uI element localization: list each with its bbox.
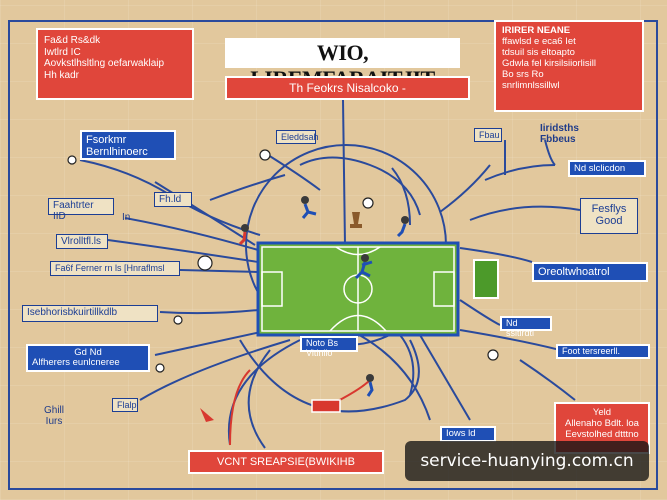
info-line: Bo srs Ro (502, 68, 544, 80)
player-figure-icon (366, 374, 374, 397)
connector-line (544, 139, 556, 166)
connector-line (239, 339, 420, 413)
label-line: Ghill (44, 405, 65, 416)
label-panel-left-1: Fsorkmr Bernlhinoerc (80, 130, 176, 160)
connector-line (439, 164, 491, 213)
connector-line (519, 359, 576, 401)
connector-line (209, 174, 286, 201)
connector-line (299, 156, 421, 216)
info-line: ffawlsd e eca6 Iet (502, 35, 576, 47)
connector-line (227, 339, 301, 446)
info-line: Hh kadr (44, 69, 80, 81)
red-arrow-icon (200, 408, 214, 422)
info-line: IRIRER NEANE (502, 25, 571, 36)
ball-icon (155, 363, 165, 373)
bottom-banner: VCNT SREAPSIE(BWIKIHB (188, 450, 384, 474)
label-line: Iiridsths (540, 123, 579, 134)
connector-line (391, 167, 411, 226)
connector-line (247, 349, 271, 449)
connector-line (342, 99, 346, 246)
label-line: Fsorkmr (86, 134, 127, 146)
info-line: Eevstolhed dtttno (565, 428, 639, 440)
label-box-c: Fa6f Ferner rn ls [Hnraflmsl (50, 261, 180, 276)
label-line: Fbbeus (540, 133, 576, 145)
label-box-center-top2: Fbau (474, 128, 502, 142)
page-subtitle: Th Feokrs Nisalcoko - (225, 76, 470, 100)
info-line: Yeld (592, 407, 612, 418)
label-line: Bernlhinoerc (86, 146, 148, 159)
label-under-pitch: Noto Bs Vitlnllo (300, 336, 358, 358)
info-line: Fa&d Rs&dk (44, 35, 101, 46)
connector-line (349, 329, 431, 421)
label-box-fh: Fh.ld (154, 192, 192, 207)
label-line: Good (595, 214, 623, 227)
ball-icon (362, 197, 374, 209)
connector-line (459, 299, 501, 326)
outer-frame (8, 20, 658, 490)
label-box-d: Flalp (112, 398, 138, 412)
label-box-right-outline: Fesflys Good (580, 198, 638, 234)
connector-line (459, 247, 533, 263)
label-line: Alfherers eunlcneree (32, 357, 120, 369)
connector-line (267, 154, 321, 191)
ball-icon (67, 155, 77, 165)
info-line: Iwtlrd IC (44, 46, 81, 58)
connector-line (107, 239, 259, 263)
connector-line (459, 329, 561, 351)
connector-line (484, 164, 556, 181)
label-right-blue-1: Nd slclicdon (568, 160, 646, 177)
connector-line (139, 339, 291, 401)
info-line: Allenaho Bdlt. loa (565, 417, 639, 429)
info-box-top-left: Fa&d Rs&dk Iwtlrd IC Aovkstlhsltlng oefa… (36, 28, 194, 100)
label-panel-left-2: Gd Nd Alfherers eunlcneree (26, 344, 150, 372)
label-box-center-top: Eleddsah (276, 130, 319, 144)
watermark-label: service-huanying.com.cn (405, 441, 649, 481)
label-right-blue-4: Foot tersreerll. (556, 344, 650, 359)
ball-icon (173, 315, 183, 325)
info-line: Gdwla fel kirsilsiiorlisill (502, 57, 596, 69)
ball-icon (487, 349, 499, 361)
connector-line (124, 217, 259, 251)
player-figure-icon (354, 254, 373, 280)
trophy-icon (350, 212, 362, 228)
label-right-blue-2: Oreoltwhoatrol (532, 262, 648, 282)
label-right-blue-3: Nd ssitlrdtl (500, 316, 552, 338)
connector-line (179, 269, 259, 273)
connector-line (154, 329, 271, 356)
player-figure-icon (396, 216, 409, 238)
page-title: WIO, LIREMFARAITJIT (225, 38, 460, 91)
label-bottom-center: Iows ld (440, 426, 496, 442)
label-text-a2: In (122, 212, 131, 223)
label-line: Iurs (45, 415, 63, 427)
info-line: tdsuil sis eltoapto (502, 46, 575, 58)
info-box-top-right: IRIRER NEANE ffawlsd e eca6 Iet tdsuil s… (494, 20, 644, 112)
label-box-b: Vlrolltfl.ls (56, 234, 108, 249)
label-bottom-left: Ghill Iurs (44, 405, 65, 427)
ball-icon (197, 255, 213, 271)
connector-line (399, 334, 415, 396)
connector-line (469, 205, 581, 221)
connector-line (159, 309, 259, 315)
player-figure-icon (301, 196, 317, 219)
info-line: Aovkstlhsltlng oefarwaklaip (44, 58, 165, 69)
goal-icon (473, 259, 499, 299)
label-box-a: Faahtrter IID (48, 198, 114, 221)
label-box-long: Isebhorisbkuirtillkdlb (22, 305, 158, 322)
info-line: snrlimnlssillwl (502, 79, 560, 91)
player-figure-icon (238, 224, 249, 246)
connector-line (419, 334, 471, 421)
red-marker (311, 399, 341, 413)
label-line: Gd Nd (74, 347, 102, 358)
ball-icon (259, 149, 271, 161)
label-line: Fesflys (591, 203, 627, 215)
connector-line-red (229, 369, 251, 446)
label-right-top: Iiridsths Fbbeus (540, 123, 579, 145)
